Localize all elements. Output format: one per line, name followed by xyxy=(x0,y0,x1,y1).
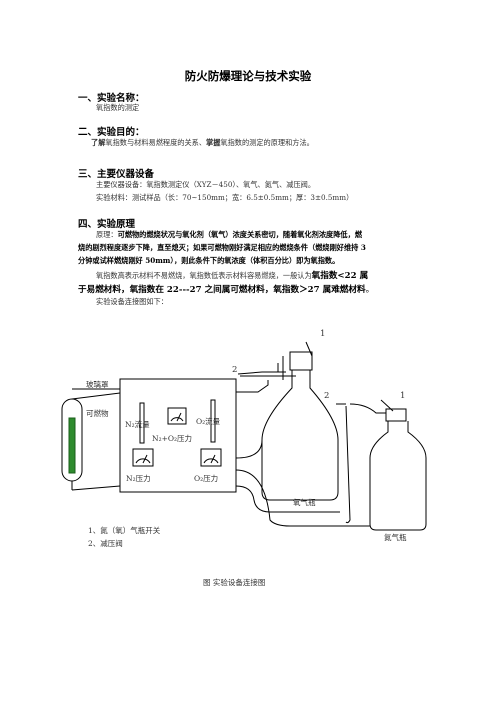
section-3-heading: 三、主要仪器设备 xyxy=(78,169,155,180)
legend-item-2: 2、减压阀 xyxy=(88,538,123,548)
glass-cover-label: 玻璃罩 xyxy=(86,379,109,389)
principle-line-1: 原理：可燃物的燃烧状况与氧化剂（氧气）浓度关系密切，随着氧化剂浓度降低，燃 xyxy=(96,230,362,240)
oi-end: 。 xyxy=(365,285,375,295)
legend-item-1: 1、氮（氧）气瓶开关 xyxy=(88,525,161,535)
label-1a: 1 xyxy=(320,329,325,339)
section-1-text: 氧指数的测定 xyxy=(96,103,140,112)
n2-pressure-label: N₂压力 xyxy=(126,473,151,483)
label-2a: 2 xyxy=(232,365,237,375)
principle-line-2: 烧的剧烈程度逐步下降，直至熄灭；如果可燃物刚好满足相应的燃烧条件（燃烧刚好维持 … xyxy=(78,243,366,252)
oi-threshold: 氧指数<22 属 xyxy=(311,271,369,281)
principle-line-3: 分钟或试样燃烧刚好 50mm），则此条件下的氧浓度（体积百分比）即为氧指数。 xyxy=(78,256,340,265)
oi-ranges: 于易燃材料，氧指数在 22---27 之间属可燃材料，氧指数＞27 属难燃材料 xyxy=(78,285,366,295)
combustible-sample xyxy=(68,417,76,474)
label-2b: 2 xyxy=(324,391,329,401)
mix-pressure-gauge xyxy=(167,407,187,425)
emphasis-understand: 了解 xyxy=(91,138,106,147)
n2-pressure-gauge xyxy=(132,448,154,467)
section-3-line-1: 主要仪器设备：氧指数测定仪（XYZ－450）、氧气、氮气、减压阀。 xyxy=(96,180,316,189)
section-3-line-2: 实验材料：测试样品（长：70~150mm；宽：6.5±0.5mm；厚：3±0.5… xyxy=(96,193,354,202)
section-4-heading: 四、实验原理 xyxy=(78,219,136,230)
text-part: 氧指数的测定的原理和方法。 xyxy=(220,138,314,147)
mix-pressure-label: N₂+O₂压力 xyxy=(152,433,192,443)
combustible-label: 可燃物 xyxy=(86,408,109,418)
n2-bottle-label: 氮气瓶 xyxy=(384,532,407,542)
emphasis-master: 掌握 xyxy=(206,138,221,147)
text-part: 氧指数与材料易燃程度的关系、 xyxy=(105,138,207,147)
o2-bottle-label: 氧气瓶 xyxy=(293,497,316,507)
page-title: 防火防爆理论与技术实验 xyxy=(184,69,312,83)
oxygen-index-line-2: 于易燃材料，氧指数在 22---27 之间属可燃材料，氧指数＞27 属难燃材料。 xyxy=(78,283,374,295)
o2-flow-tube xyxy=(210,399,216,443)
o2-pressure-label: O₂压力 xyxy=(194,473,218,483)
oxygen-bottle xyxy=(261,351,339,501)
nitrogen-bottle xyxy=(369,408,427,531)
connection-intro: 实验设备连接图如下： xyxy=(96,297,168,306)
n2-flow-label: N₂流量 xyxy=(125,419,150,429)
figure-caption: 图 实验设备连接图 xyxy=(203,577,265,587)
oxygen-index-line-1: 氧指数高表示材料不易燃烧，氧指数低表示材料容易燃烧，一般认为氧指数<22 属 xyxy=(96,269,368,281)
oi-text: 氧指数高表示材料不易燃烧，氧指数低表示材料容易燃烧，一般认为 xyxy=(96,271,312,280)
principle-text: 可燃物的燃烧状况与氧化剂（氧气）浓度关系密切，随着氧化剂浓度降低，燃 xyxy=(117,230,362,239)
n2-flow-tube xyxy=(139,402,145,444)
instrument-box xyxy=(119,378,237,493)
o2-pressure-gauge xyxy=(200,448,222,467)
section-2-text: 了解氧指数与材料易燃程度的关系、掌握氧指数的测定的原理和方法。 xyxy=(91,138,314,148)
section-2-heading: 二、实验目的： xyxy=(78,127,145,138)
label-1b: 1 xyxy=(400,391,405,401)
principle-label: 原理： xyxy=(96,230,118,239)
o2-flow-label: O₂流量 xyxy=(196,416,221,426)
section-1-heading: 一、实验名称： xyxy=(78,93,145,104)
